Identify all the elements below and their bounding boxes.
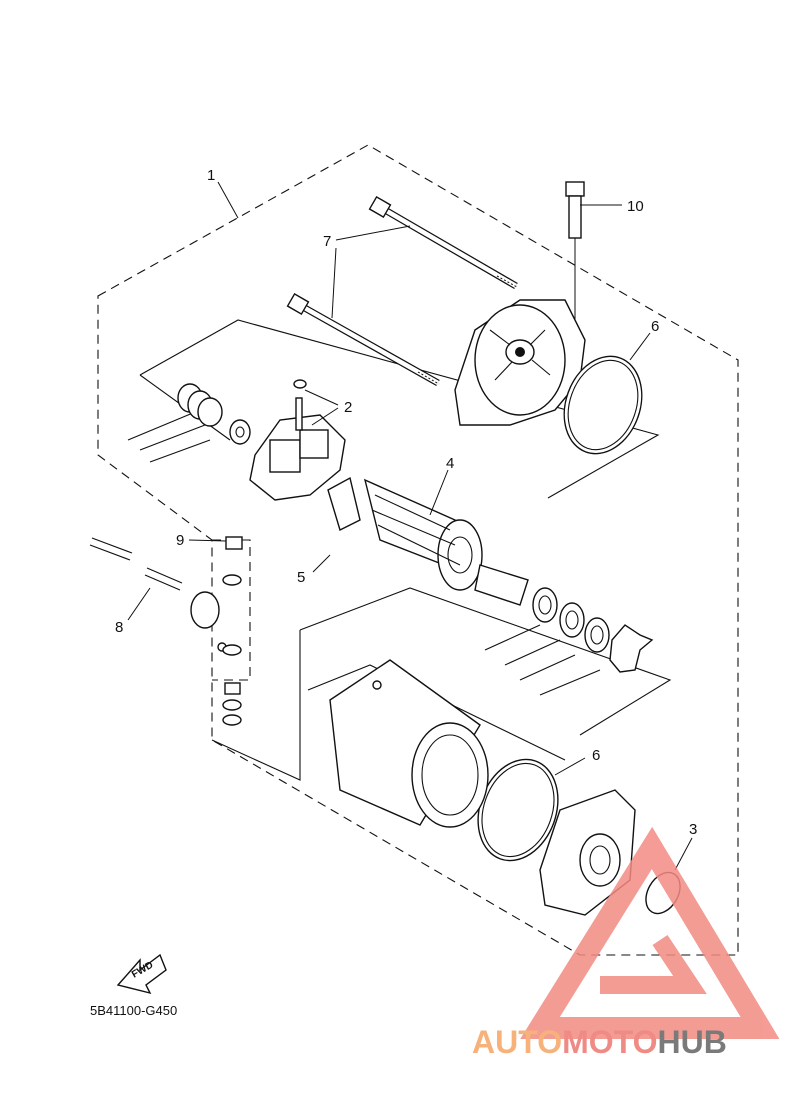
label-1: 1 [207,167,215,184]
label-2: 2 [344,399,352,416]
leader-lines [127,181,693,871]
label-5: 5 [297,569,305,586]
label-6-upper: 6 [651,318,659,335]
terminal-nuts-washers [222,536,243,726]
brush-springs [177,383,251,445]
label-9: 9 [176,532,184,549]
watermark-auto: AUTO [472,1024,562,1060]
watermark-logo [520,826,780,1039]
through-bolt-upper [368,195,518,290]
motor-yoke [329,659,489,828]
rear-cover [454,299,586,426]
watermark-text: AUTOMOTOHUB [472,1024,727,1060]
lead-wire [89,537,227,652]
diagram-code: 5B41100-G450 [90,1003,177,1018]
label-3: 3 [689,821,697,838]
front-cover [539,789,636,916]
watermark-hub: HUB [657,1024,726,1060]
brush-holder [249,379,346,501]
watermark-moto: MOTO [562,1024,657,1060]
armature-washers [532,587,654,673]
front-plane-lines [307,624,601,761]
fwd-arrow-icon: FWD [116,953,167,995]
through-bolt-lower [286,292,440,387]
label-6-lower: 6 [592,747,600,764]
armature [327,476,529,606]
label-7: 7 [323,233,331,250]
front-plane [211,587,672,781]
label-8: 8 [115,619,123,636]
mounting-bolt [565,181,585,322]
label-10: 10 [627,198,644,215]
label-4: 4 [446,455,454,472]
rear-plane [139,319,660,499]
o-ring-rear [563,355,643,455]
